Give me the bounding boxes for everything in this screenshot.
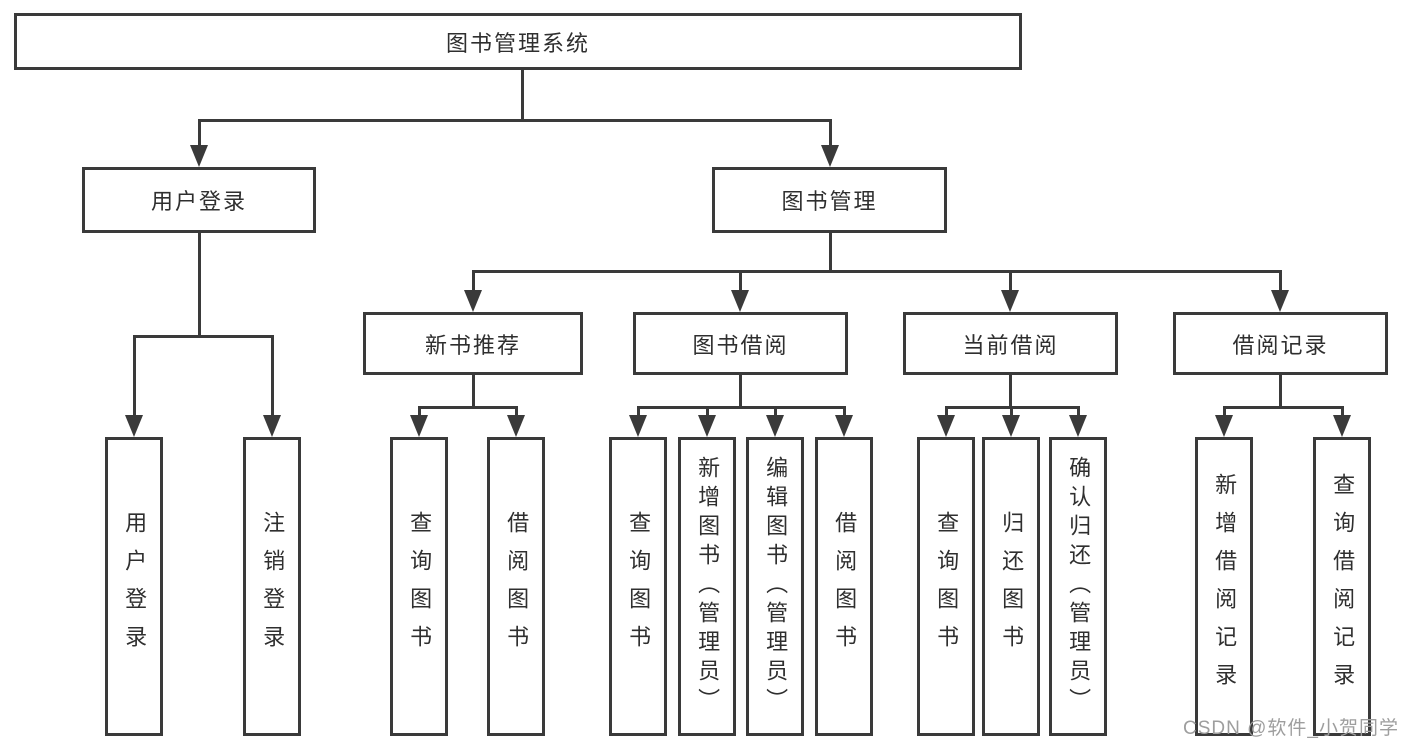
connector-user-login-stem <box>197 233 201 336</box>
connector-book-management-rail <box>471 269 1282 273</box>
leaf-add-borrow-record-label: 新增借阅记录 <box>1212 472 1238 701</box>
arrowhead-leaf-return-books <box>1002 415 1020 437</box>
leaf-edit-book-admin-label: 编辑图书（管理员） <box>763 456 789 717</box>
leaf-confirm-return-admin: 确认归还（管理员） <box>1049 437 1107 736</box>
connector-root-rail <box>197 118 832 122</box>
connector-leaf-drop <box>417 407 421 415</box>
arrowhead-new-book <box>464 290 482 312</box>
connector-leaf-drop <box>842 407 846 415</box>
connector-current-borrowing-stem <box>1008 375 1012 407</box>
connector-book-management-drop <box>828 120 832 145</box>
leaf-borrow-books-borrowing-label: 借阅图书 <box>832 510 858 663</box>
connector-leaf-drop <box>705 407 709 415</box>
node-borrowing-records: 借阅记录 <box>1173 312 1388 375</box>
node-borrowing-records-label: 借阅记录 <box>1232 332 1329 358</box>
connector-leaf-drop <box>1340 407 1344 415</box>
leaf-return-books: 归还图书 <box>982 437 1040 736</box>
arrowhead-leaf-user-login <box>125 415 143 437</box>
leaf-query-books-current: 查询图书 <box>917 437 975 736</box>
leaf-query-books-borrowing-label: 查询图书 <box>626 510 652 663</box>
connector-leaf-drop <box>636 407 640 415</box>
leaf-logout: 注销登录 <box>243 437 301 736</box>
connector-book-management-stem <box>828 233 832 271</box>
leaf-add-book-admin-label: 新增图书（管理员） <box>695 456 721 717</box>
connector-current-borrowing-drop <box>1008 271 1012 290</box>
connector-user-login-rail <box>132 334 274 338</box>
node-new-book-recommend: 新书推荐 <box>363 312 583 375</box>
leaf-query-books-recommend: 查询图书 <box>390 437 448 736</box>
arrowhead-leaf-edit-book <box>766 415 784 437</box>
node-user-login: 用户登录 <box>82 167 316 233</box>
node-current-borrowing-label: 当前借阅 <box>962 332 1059 358</box>
leaf-return-books-label: 归还图书 <box>999 510 1025 663</box>
connector-new-book-rail <box>417 405 518 409</box>
arrowhead-leaf-query-recommend <box>410 415 428 437</box>
node-book-management: 图书管理 <box>712 167 947 233</box>
node-library-system: 图书管理系统 <box>14 13 1022 70</box>
connector-leaf-drop <box>773 407 777 415</box>
leaf-add-book-admin: 新增图书（管理员） <box>678 437 736 736</box>
leaf-user-login-label: 用户登录 <box>122 510 148 663</box>
leaf-borrow-books-recommend-label: 借阅图书 <box>504 510 530 663</box>
arrowhead-leaf-query-current <box>937 415 955 437</box>
arrowhead-user-login <box>190 145 208 167</box>
connector-borrowing-records-stem <box>1278 375 1282 407</box>
arrowhead-leaf-query-record <box>1333 415 1351 437</box>
connector-leaf-drop <box>944 407 948 415</box>
leaf-borrow-books-borrowing: 借阅图书 <box>815 437 873 736</box>
arrowhead-current-borrowing <box>1001 290 1019 312</box>
node-book-borrowing: 图书借阅 <box>633 312 848 375</box>
arrowhead-book-borrowing <box>731 290 749 312</box>
connector-root-stem <box>520 70 524 120</box>
leaf-query-books-recommend-label: 查询图书 <box>407 510 433 663</box>
connector-book-borrowing-stem <box>738 375 742 407</box>
connector-new-book-stem <box>471 375 475 407</box>
arrowhead-book-management <box>821 145 839 167</box>
connector-user-login-drop <box>197 120 201 145</box>
node-current-borrowing: 当前借阅 <box>903 312 1118 375</box>
connector-leaf-drop <box>1009 407 1013 415</box>
node-book-management-label: 图书管理 <box>781 189 878 214</box>
connector-new-book-drop <box>471 271 475 290</box>
connector-book-borrowing-rail <box>636 405 846 409</box>
arrowhead-leaf-add-book <box>698 415 716 437</box>
leaf-confirm-return-admin-label: 确认归还（管理员） <box>1066 456 1092 717</box>
node-new-book-recommend-label: 新书推荐 <box>424 332 521 358</box>
leaf-edit-book-admin: 编辑图书（管理员） <box>746 437 804 736</box>
connector-leaf-user-login-drop <box>132 336 136 415</box>
connector-book-borrowing-drop <box>738 271 742 290</box>
connector-leaf-drop <box>1076 407 1080 415</box>
arrowhead-leaf-add-record <box>1215 415 1233 437</box>
leaf-add-borrow-record: 新增借阅记录 <box>1195 437 1253 736</box>
csdn-watermark: CSDN @软件_小贺同学 <box>1183 718 1399 739</box>
leaf-borrow-books-recommend: 借阅图书 <box>487 437 545 736</box>
arrowhead-borrowing-records <box>1271 290 1289 312</box>
node-book-borrowing-label: 图书借阅 <box>692 332 789 358</box>
connector-leaf-drop <box>1222 407 1226 415</box>
arrowhead-leaf-confirm-return <box>1069 415 1087 437</box>
leaf-query-borrow-record: 查询借阅记录 <box>1313 437 1371 736</box>
arrowhead-leaf-borrow-recommend <box>507 415 525 437</box>
leaf-logout-label: 注销登录 <box>260 510 286 663</box>
arrowhead-leaf-logout <box>263 415 281 437</box>
leaf-query-books-current-label: 查询图书 <box>934 510 960 663</box>
leaf-query-books-borrowing: 查询图书 <box>609 437 667 736</box>
leaf-user-login: 用户登录 <box>105 437 163 736</box>
arrowhead-leaf-borrow-borrowing <box>835 415 853 437</box>
connector-leaf-logout-drop <box>270 336 274 415</box>
arrowhead-leaf-query-borrowing <box>629 415 647 437</box>
node-library-system-label: 图书管理系统 <box>445 30 590 56</box>
connector-borrowing-records-drop <box>1278 271 1282 290</box>
node-user-login-label: 用户登录 <box>150 189 247 214</box>
leaf-query-borrow-record-label: 查询借阅记录 <box>1330 472 1356 701</box>
connector-leaf-drop <box>514 407 518 415</box>
connector-borrowing-records-rail <box>1222 405 1344 409</box>
